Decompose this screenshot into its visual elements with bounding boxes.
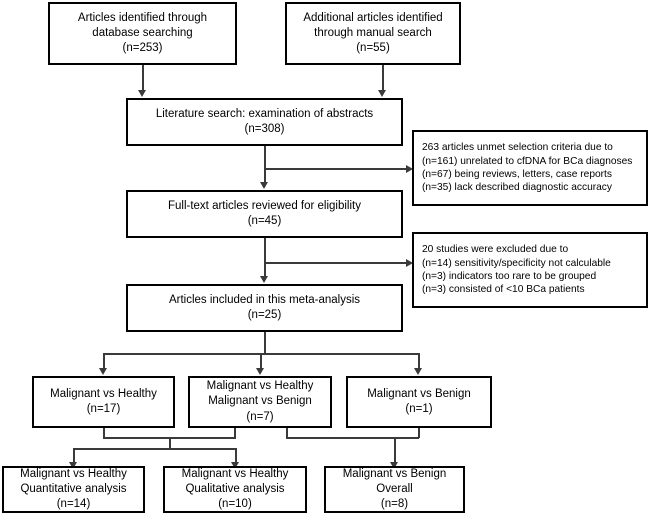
- node-line: (n=8): [380, 498, 409, 511]
- node-fulltext-eligibility: Full-text articles reviewed for eligibil…: [126, 190, 403, 238]
- connector-database-to-abstracts: [142, 65, 144, 91]
- node-line: (n=1): [405, 403, 433, 415]
- node-line: Additional articles identified: [303, 11, 443, 24]
- connector-mb-down: [418, 428, 420, 438]
- node-line: (n=55): [356, 42, 390, 55]
- node-line: (n=161) unrelated to cfDNA for BCa diagn…: [422, 155, 633, 167]
- arrow-abstracts-to-fulltext: [260, 182, 268, 189]
- node-malignant-vs-healthy: Malignant vs Healthy (n=17): [32, 376, 175, 428]
- node-line: (n=3) indicators too rare to be grouped: [422, 271, 597, 282]
- node-line: (n=35) lack described diagnostic accurac…: [422, 182, 612, 194]
- node-line: Literature search: examination of abstra…: [155, 107, 374, 120]
- connector-mhb-down-right: [286, 428, 288, 438]
- arrow-to-quantitative: [69, 462, 77, 469]
- node-line: Malignant vs Healthy: [20, 467, 127, 480]
- node-qualitative-analysis: Malignant vs Healthy Qualitative analysi…: [163, 466, 307, 513]
- node-line: (n=45): [247, 215, 282, 227]
- node-line: 263 articles unmet selection criteria du…: [422, 142, 613, 154]
- node-malignant-vs-benign: Malignant vs Benign (n=1): [346, 376, 492, 428]
- node-line: Qualitative analysis: [185, 482, 285, 495]
- connector-abstracts-to-fulltext: [264, 146, 266, 184]
- node-line: Articles included in this meta-analysis: [168, 293, 361, 306]
- node-excluded-fulltext: 20 studies were excluded due to (n=14) s…: [412, 232, 648, 308]
- node-line: (n=308): [244, 123, 285, 135]
- node-line: through manual search: [314, 26, 432, 39]
- node-malignant-vs-healthy-benign: Malignant vs Healthy Malignant vs Benign…: [188, 376, 332, 428]
- arrow-to-malignant-benign: [414, 368, 422, 375]
- connector-included-stem: [264, 332, 266, 354]
- node-line: Malignant vs Benign: [342, 467, 447, 480]
- node-line: (n=10): [218, 498, 252, 511]
- connector-split-bar-bottom-left: [73, 448, 236, 450]
- node-manual-search: Additional articles identified through m…: [285, 2, 461, 65]
- connector-to-qualitative: [235, 448, 237, 464]
- node-line: (n=67) being reviews, letters, case repo…: [422, 169, 612, 180]
- node-line: Malignant vs Healthy: [206, 380, 314, 393]
- node-line: Malignant vs Benign: [367, 387, 471, 400]
- connector-split-right: [418, 353, 420, 370]
- connector-fulltext-to-included: [264, 238, 266, 278]
- arrow-fulltext-to-included: [260, 276, 268, 283]
- arrow-fulltext-to-exclusion-2: [406, 258, 413, 267]
- node-benign-overall: Malignant vs Benign Overall (n=8): [324, 466, 465, 513]
- node-line: (n=17): [86, 403, 121, 415]
- arrow-to-malignant-healthy: [99, 368, 107, 375]
- node-included-meta-analysis: Articles included in this meta-analysis …: [126, 284, 403, 332]
- node-line: (n=14): [56, 498, 91, 511]
- connector-abstracts-to-exclusion-1: [264, 168, 408, 170]
- connector-manual-to-abstracts: [382, 65, 384, 91]
- node-line: Quantitative analysis: [20, 482, 127, 495]
- connector-mh-down: [103, 428, 105, 438]
- node-line: (n=14) sensitivity/specificity not calcu…: [422, 257, 611, 269]
- connector-to-quantitative: [73, 448, 75, 464]
- node-line: (n=25): [247, 309, 282, 321]
- connector-to-benign-overall: [394, 437, 396, 464]
- node-line: Articles identified through: [77, 11, 208, 24]
- connector-fulltext-to-exclusion-2: [264, 262, 408, 264]
- connector-split-middle: [260, 353, 262, 370]
- node-excluded-abstracts: 263 articles unmet selection criteria du…: [412, 130, 648, 206]
- node-line: Malignant vs Healthy: [50, 387, 157, 400]
- arrow-manual-to-abstracts: [378, 90, 386, 97]
- node-line: 20 studies were excluded due to: [422, 244, 569, 256]
- node-line: Full-text articles reviewed for eligibil…: [167, 199, 361, 212]
- connector-mhb-down-left: [234, 428, 236, 438]
- node-line: Malignant vs Benign: [208, 395, 312, 408]
- node-abstracts-examination: Literature search: examination of abstra…: [126, 98, 403, 146]
- arrow-abstracts-to-exclusion-1: [406, 164, 413, 173]
- node-line: Malignant vs Healthy: [181, 467, 289, 480]
- arrow-to-malignant-healthy-benign: [256, 368, 264, 375]
- arrow-to-benign-overall: [390, 462, 398, 469]
- arrow-to-qualitative: [231, 462, 239, 469]
- node-quantitative-analysis: Malignant vs Healthy Quantitative analys…: [2, 466, 145, 513]
- arrow-database-to-abstracts: [138, 90, 146, 97]
- node-line: (n=7): [246, 410, 274, 423]
- node-line: Overall: [376, 482, 413, 495]
- connector-merge-stem-left: [169, 437, 171, 449]
- node-database-search: Articles identified through database sea…: [48, 2, 237, 65]
- connector-merge-bar-right: [286, 437, 419, 439]
- node-line: (n=3) consisted of <10 BCa patients: [422, 284, 585, 296]
- node-line: database searching: [92, 26, 193, 39]
- node-line: (n=253): [122, 42, 163, 55]
- connector-split-left: [103, 353, 105, 370]
